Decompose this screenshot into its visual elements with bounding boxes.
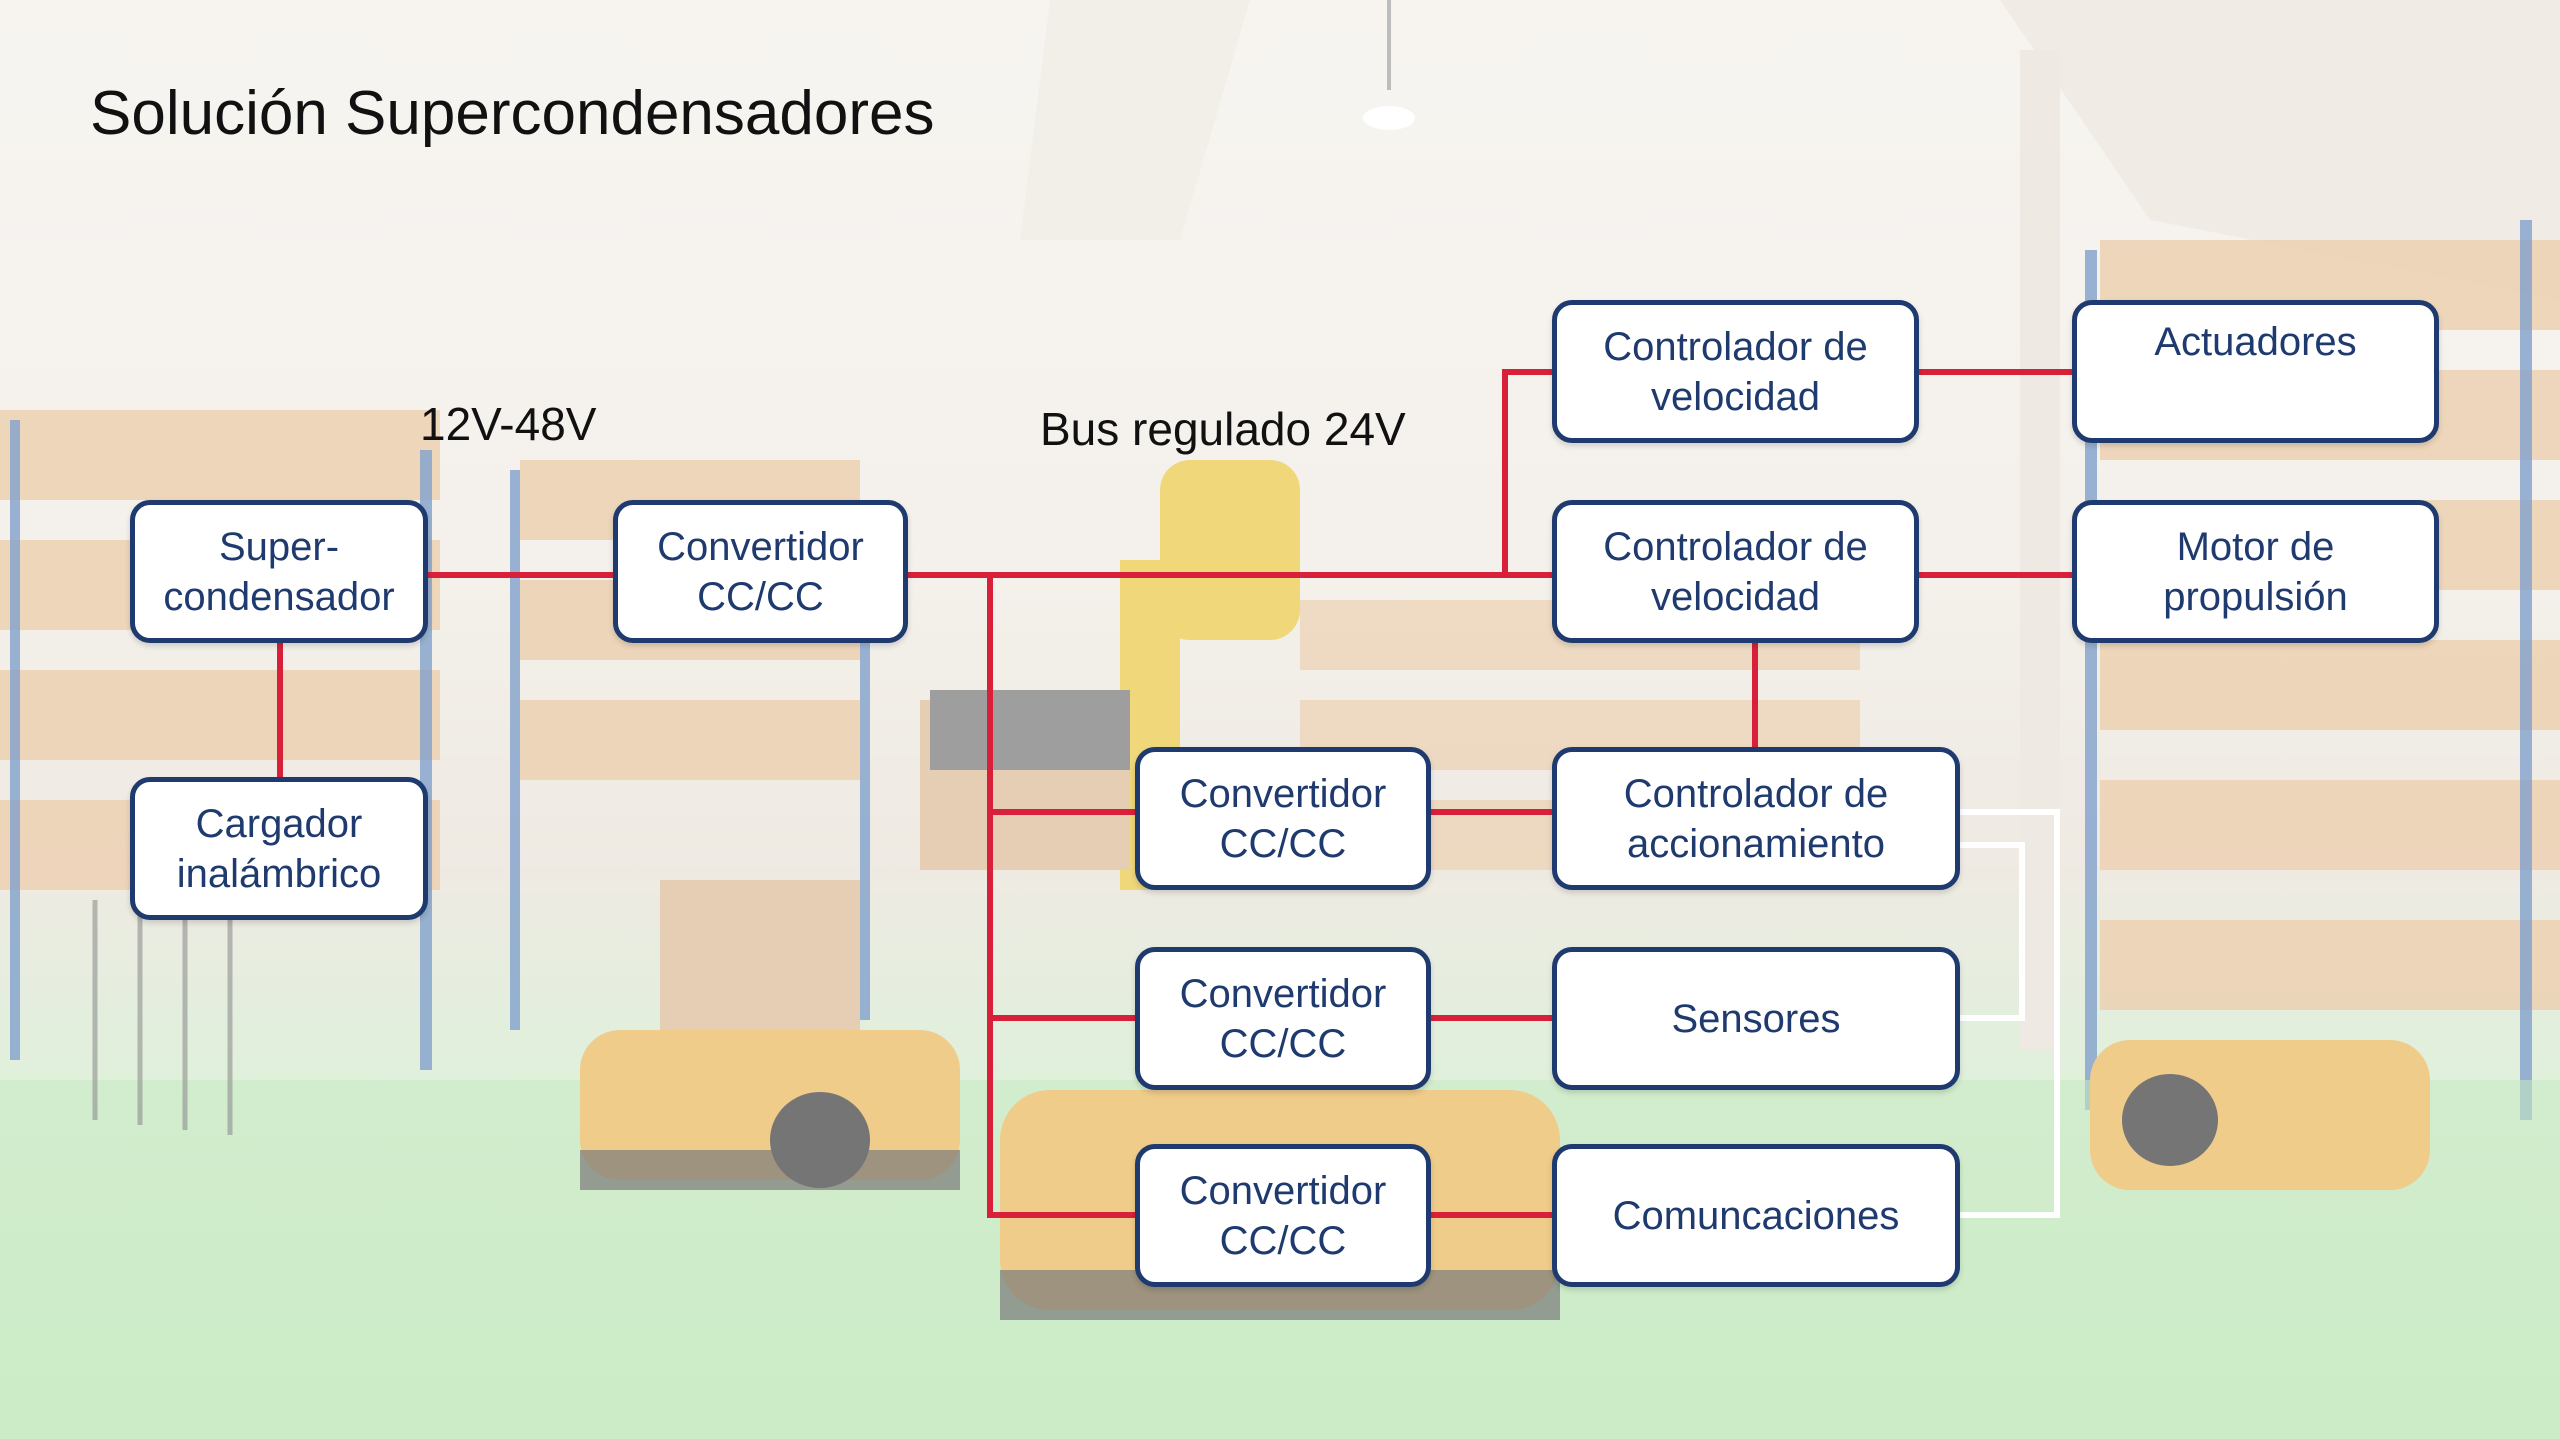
sensors-block: Sensores <box>1552 947 1960 1090</box>
drive-controller-block: Controlador de accionamiento <box>1552 747 1960 890</box>
wire-bus-to-speed-controller-1 <box>1502 369 1552 575</box>
speed-controller-2-label: Controlador de velocidad <box>1603 524 1868 619</box>
converter-3-label: Convertidor CC/CC <box>1179 1168 1387 1263</box>
actuators-block: Actuadores <box>2072 300 2439 443</box>
voltage-range-label: 12V-48V <box>420 398 597 450</box>
wireless-charger-block: Cargador inalámbrico <box>130 777 428 920</box>
main-converter-block: Convertidor CC/CC <box>613 500 908 643</box>
converter-2-label: Convertidor CC/CC <box>1179 971 1387 1066</box>
communications-label: Comuncaciones <box>1612 1193 1900 1238</box>
slide-title: Solución Supercondensadores <box>90 79 935 148</box>
converter-1-label: Convertidor CC/CC <box>1179 771 1387 866</box>
signal-lines <box>1960 809 2060 1218</box>
speed-controller-2-block: Controlador de velocidad <box>1552 500 1919 643</box>
main-converter-label: Convertidor CC/CC <box>657 524 864 619</box>
wire-bus-trunk <box>987 575 1135 1218</box>
drive-controller-label: Controlador de accionamiento <box>1623 771 1889 866</box>
propulsion-motor-label: Motor de propulsión <box>2163 524 2348 619</box>
regulated-bus-label: Bus regulado 24V <box>1040 403 1406 455</box>
converter-3-block: Convertidor CC/CC <box>1135 1144 1431 1287</box>
speed-controller-1-block: Controlador de velocidad <box>1552 300 1919 443</box>
supercapacitor-block: Super- condensador <box>130 500 428 643</box>
actuators-label: Actuadores <box>2154 320 2357 364</box>
wireless-charger-label: Cargador inalámbrico <box>176 801 382 896</box>
converter-2-block: Convertidor CC/CC <box>1135 947 1431 1090</box>
speed-controller-1-label: Controlador de velocidad <box>1603 324 1868 419</box>
signal-drive-to-sensors <box>1960 842 2025 1021</box>
power-lines <box>277 369 2072 1218</box>
sensors-label: Sensores <box>1671 996 1841 1041</box>
converter-1-block: Convertidor CC/CC <box>1135 747 1431 890</box>
signal-drive-to-communications <box>1960 809 2060 1218</box>
communications-block: Comuncaciones <box>1552 1144 1960 1287</box>
propulsion-motor-block: Motor de propulsión <box>2072 500 2439 643</box>
supercapacitor-label: Super- condensador <box>163 524 395 619</box>
